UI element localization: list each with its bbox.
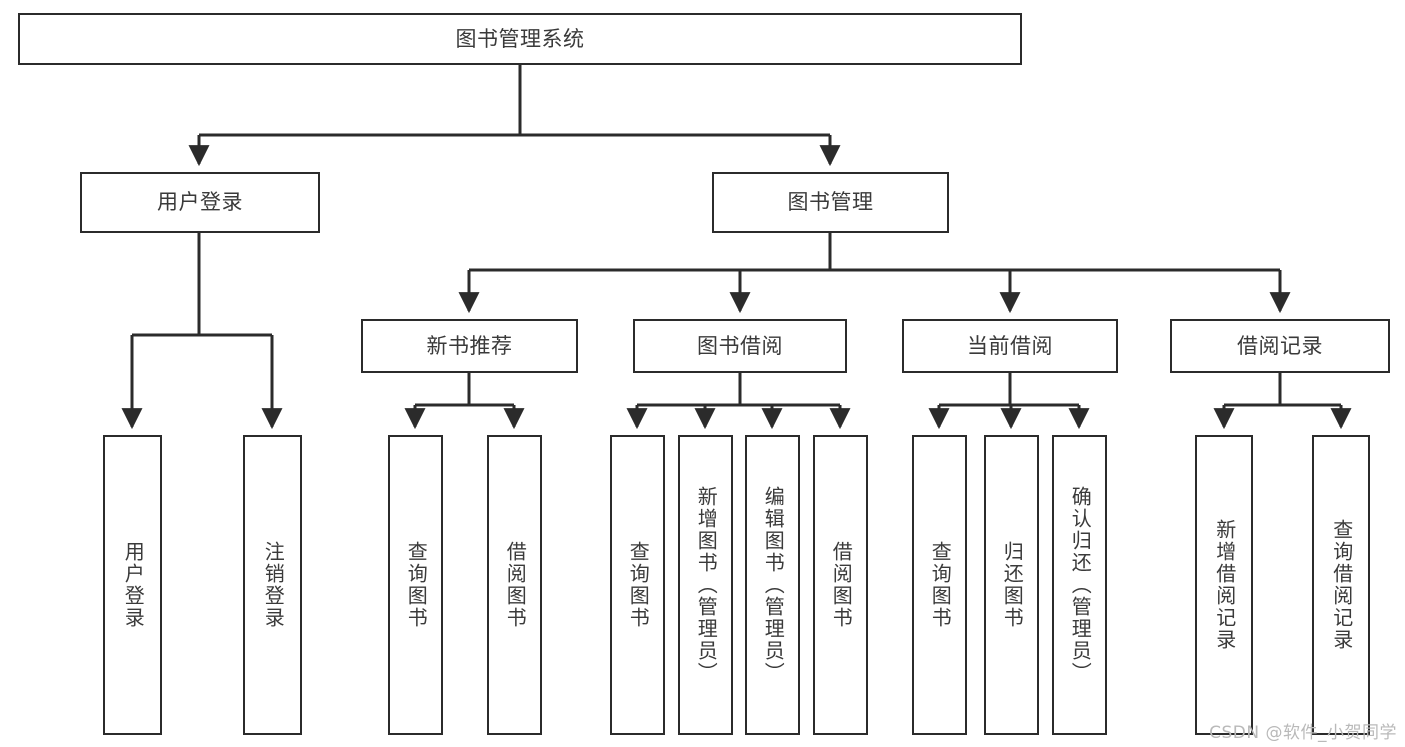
node-leaf-return-book[interactable]: 归还图书: [984, 435, 1039, 735]
node-leaf-edit-book-label: 编辑图书（管理员）: [761, 486, 786, 684]
node-leaf-query-book-cur-label: 查询图书: [928, 541, 953, 629]
node-user-login-label: 用户登录: [157, 190, 243, 215]
node-book-manage-label: 图书管理: [787, 190, 874, 215]
node-leaf-add-record[interactable]: 新增借阅记录: [1195, 435, 1253, 735]
node-book-borrow[interactable]: 图书借阅: [633, 319, 847, 373]
node-leaf-borrow-book[interactable]: 借阅图书: [813, 435, 868, 735]
csdn-watermark: CSDN @软件_小贺同学: [1209, 723, 1397, 743]
node-current-borrow-label: 当前借阅: [967, 333, 1053, 358]
node-current-borrow[interactable]: 当前借阅: [902, 319, 1118, 373]
node-leaf-user-login-label: 用户登录: [121, 541, 146, 629]
node-book-borrow-label: 图书借阅: [697, 333, 783, 358]
node-leaf-add-book[interactable]: 新增图书（管理员）: [678, 435, 733, 735]
node-leaf-query-book-rec-label: 查询图书: [404, 541, 429, 629]
node-root-label: 图书管理系统: [455, 26, 585, 51]
node-user-login[interactable]: 用户登录: [80, 172, 320, 233]
node-borrow-record[interactable]: 借阅记录: [1170, 319, 1390, 373]
node-leaf-edit-book[interactable]: 编辑图书（管理员）: [745, 435, 800, 735]
node-leaf-query-book-borrow[interactable]: 查询图书: [610, 435, 665, 735]
node-leaf-user-logout[interactable]: 注销登录: [243, 435, 302, 735]
node-leaf-borrow-book-rec-label: 借阅图书: [503, 541, 528, 629]
node-leaf-query-record-label: 查询借阅记录: [1329, 519, 1354, 651]
node-borrow-record-label: 借阅记录: [1237, 333, 1323, 358]
node-leaf-confirm-return-label: 确认归还（管理员）: [1068, 486, 1093, 684]
node-leaf-borrow-book-label: 借阅图书: [829, 541, 854, 629]
node-leaf-add-record-label: 新增借阅记录: [1212, 519, 1237, 651]
node-leaf-query-book-rec[interactable]: 查询图书: [388, 435, 443, 735]
node-leaf-return-book-label: 归还图书: [1000, 541, 1025, 629]
node-leaf-add-book-label: 新增图书（管理员）: [694, 486, 719, 684]
node-leaf-query-book-cur[interactable]: 查询图书: [912, 435, 967, 735]
node-new-book-recommend[interactable]: 新书推荐: [361, 319, 578, 373]
node-leaf-confirm-return[interactable]: 确认归还（管理员）: [1052, 435, 1107, 735]
node-leaf-query-book-borrow-label: 查询图书: [626, 541, 651, 629]
node-book-manage[interactable]: 图书管理: [712, 172, 949, 233]
node-new-book-recommend-label: 新书推荐: [426, 333, 513, 358]
node-root[interactable]: 图书管理系统: [18, 13, 1022, 65]
node-leaf-user-logout-label: 注销登录: [261, 541, 286, 629]
node-leaf-user-login[interactable]: 用户登录: [103, 435, 162, 735]
node-leaf-query-record[interactable]: 查询借阅记录: [1312, 435, 1370, 735]
node-leaf-borrow-book-rec[interactable]: 借阅图书: [487, 435, 542, 735]
